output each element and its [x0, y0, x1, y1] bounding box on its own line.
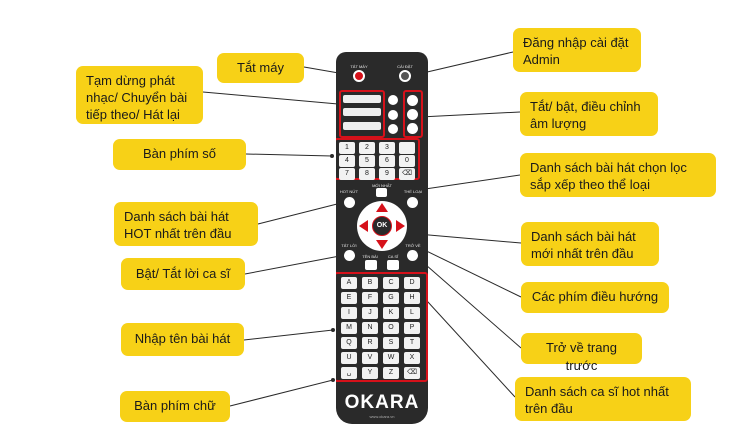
settings-button[interactable] — [399, 70, 411, 82]
letter-key[interactable]: B — [362, 277, 378, 289]
letter-keypad-highlight — [336, 272, 428, 382]
callout-am-luong: Tắt/ bật, điều chỉnh âm lượng — [520, 92, 658, 136]
dpad-left-arrow[interactable] — [359, 220, 368, 232]
letter-key[interactable]: R — [362, 337, 378, 349]
letter-key[interactable]: U — [341, 352, 357, 364]
letter-key[interactable]: T — [404, 337, 420, 349]
play-pause-button[interactable] — [343, 95, 381, 103]
misc-button-2[interactable] — [388, 110, 398, 120]
genre-button[interactable] — [407, 197, 418, 208]
number-key[interactable]: 0 — [399, 155, 415, 167]
lyrics-label: TẮT LỜI — [341, 243, 357, 248]
brand-url: www.okara.vn — [369, 414, 395, 419]
number-keypad-highlight — [336, 138, 420, 180]
callout-tro-ve: Trở về trang trước — [521, 333, 642, 373]
power-label: TẮT MÁY — [350, 64, 368, 69]
callout-the-loai: Danh sách bài hát chọn lọc sắp xếp theo … — [520, 153, 716, 197]
replay-button[interactable] — [343, 122, 381, 130]
ok-button[interactable]: OK — [372, 216, 392, 236]
volume-down-button[interactable] — [407, 123, 418, 134]
number-key[interactable]: 7 — [339, 168, 355, 180]
number-key[interactable]: 3 — [379, 142, 395, 154]
number-key[interactable]: 1 — [339, 142, 355, 154]
letter-key[interactable]: D — [404, 277, 420, 289]
letter-key[interactable]: I — [341, 307, 357, 319]
letter-key[interactable]: W — [383, 352, 399, 364]
letter-key[interactable]: ␣ — [341, 367, 357, 379]
callout-dieu-huong: Các phím điều hướng — [521, 282, 669, 313]
letter-key[interactable]: X — [404, 352, 420, 364]
callout-tam-dung: Tạm dừng phát nhạc/ Chuyển bài tiếp theo… — [76, 66, 203, 124]
back-button[interactable] — [407, 250, 418, 261]
letter-key[interactable]: Y — [362, 367, 378, 379]
volume-controls-highlight — [403, 90, 423, 138]
back-label: TRỞ VỀ — [405, 243, 421, 248]
number-key[interactable]: 4 — [339, 155, 355, 167]
callout-bat-tat-loi: Bật/ Tắt lời ca sĩ — [121, 258, 245, 290]
brand-logo: OKARA — [344, 392, 420, 413]
letter-key[interactable]: E — [341, 292, 357, 304]
hot-label: HOT NỨT — [339, 189, 359, 194]
callout-dang-nhap: Đăng nhập cài đặt Admin — [513, 28, 641, 72]
number-key[interactable]: 2 — [359, 142, 375, 154]
power-button[interactable] — [353, 70, 365, 82]
letter-key[interactable]: S — [383, 337, 399, 349]
letter-key[interactable]: L — [404, 307, 420, 319]
letter-key[interactable]: P — [404, 322, 420, 334]
misc-button-1[interactable] — [388, 95, 398, 105]
letter-key[interactable]: H — [404, 292, 420, 304]
letter-key[interactable]: F — [362, 292, 378, 304]
number-key[interactable]: 9 — [379, 168, 395, 180]
genre-label: THỂ LOẠI — [403, 189, 423, 194]
settings-label: CÀI ĐẶT — [397, 64, 413, 69]
callout-moi-nhat: Danh sách bài hát mới nhất trên đầu — [521, 222, 659, 266]
volume-up-button[interactable] — [407, 109, 418, 120]
next-song-button[interactable] — [343, 108, 381, 116]
letter-key[interactable]: J — [362, 307, 378, 319]
number-key[interactable]: ⌫ — [399, 168, 415, 180]
callout-nhap-ten: Nhập tên bài hát — [121, 323, 244, 356]
letter-key[interactable]: G — [383, 292, 399, 304]
letter-key[interactable]: M — [341, 322, 357, 334]
letter-key[interactable]: Q — [341, 337, 357, 349]
singer-list-button[interactable] — [387, 260, 399, 270]
letter-key[interactable]: Z — [383, 367, 399, 379]
search-song-button[interactable] — [365, 260, 377, 270]
search-label: TÊN BÀI — [362, 254, 378, 259]
callout-ban-phim-so: Bàn phím số — [113, 139, 246, 170]
hot-songs-button[interactable] — [344, 197, 355, 208]
callout-ban-phim-chu: Bàn phím chữ — [120, 391, 230, 422]
letter-key[interactable]: V — [362, 352, 378, 364]
new-songs-button[interactable] — [376, 188, 387, 197]
number-key[interactable] — [399, 142, 415, 154]
letter-key[interactable]: K — [383, 307, 399, 319]
dpad-down-arrow[interactable] — [376, 240, 388, 249]
letter-key[interactable]: N — [362, 322, 378, 334]
number-key[interactable]: 8 — [359, 168, 375, 180]
singer-label: CA SĨ — [387, 254, 399, 259]
dpad-up-arrow[interactable] — [376, 203, 388, 212]
callout-tat-may: Tắt máy — [217, 53, 304, 83]
mute-button[interactable] — [407, 95, 418, 106]
letter-key[interactable]: A — [341, 277, 357, 289]
callout-ds-hot: Danh sách bài hát HOT nhất trên đầu — [114, 202, 258, 246]
callout-ca-si-hot: Danh sách ca sĩ hot nhất trên đầu — [515, 377, 691, 421]
number-key[interactable]: 6 — [379, 155, 395, 167]
misc-button-3[interactable] — [388, 124, 398, 134]
new-label: MỚI NHẤT — [372, 183, 392, 188]
letter-key[interactable]: ⌫ — [404, 367, 420, 379]
number-key[interactable]: 5 — [359, 155, 375, 167]
lyrics-toggle-button[interactable] — [344, 250, 355, 261]
letter-key[interactable]: O — [383, 322, 399, 334]
media-controls-highlight — [339, 90, 385, 138]
dpad-right-arrow[interactable] — [396, 220, 405, 232]
letter-key[interactable]: C — [383, 277, 399, 289]
